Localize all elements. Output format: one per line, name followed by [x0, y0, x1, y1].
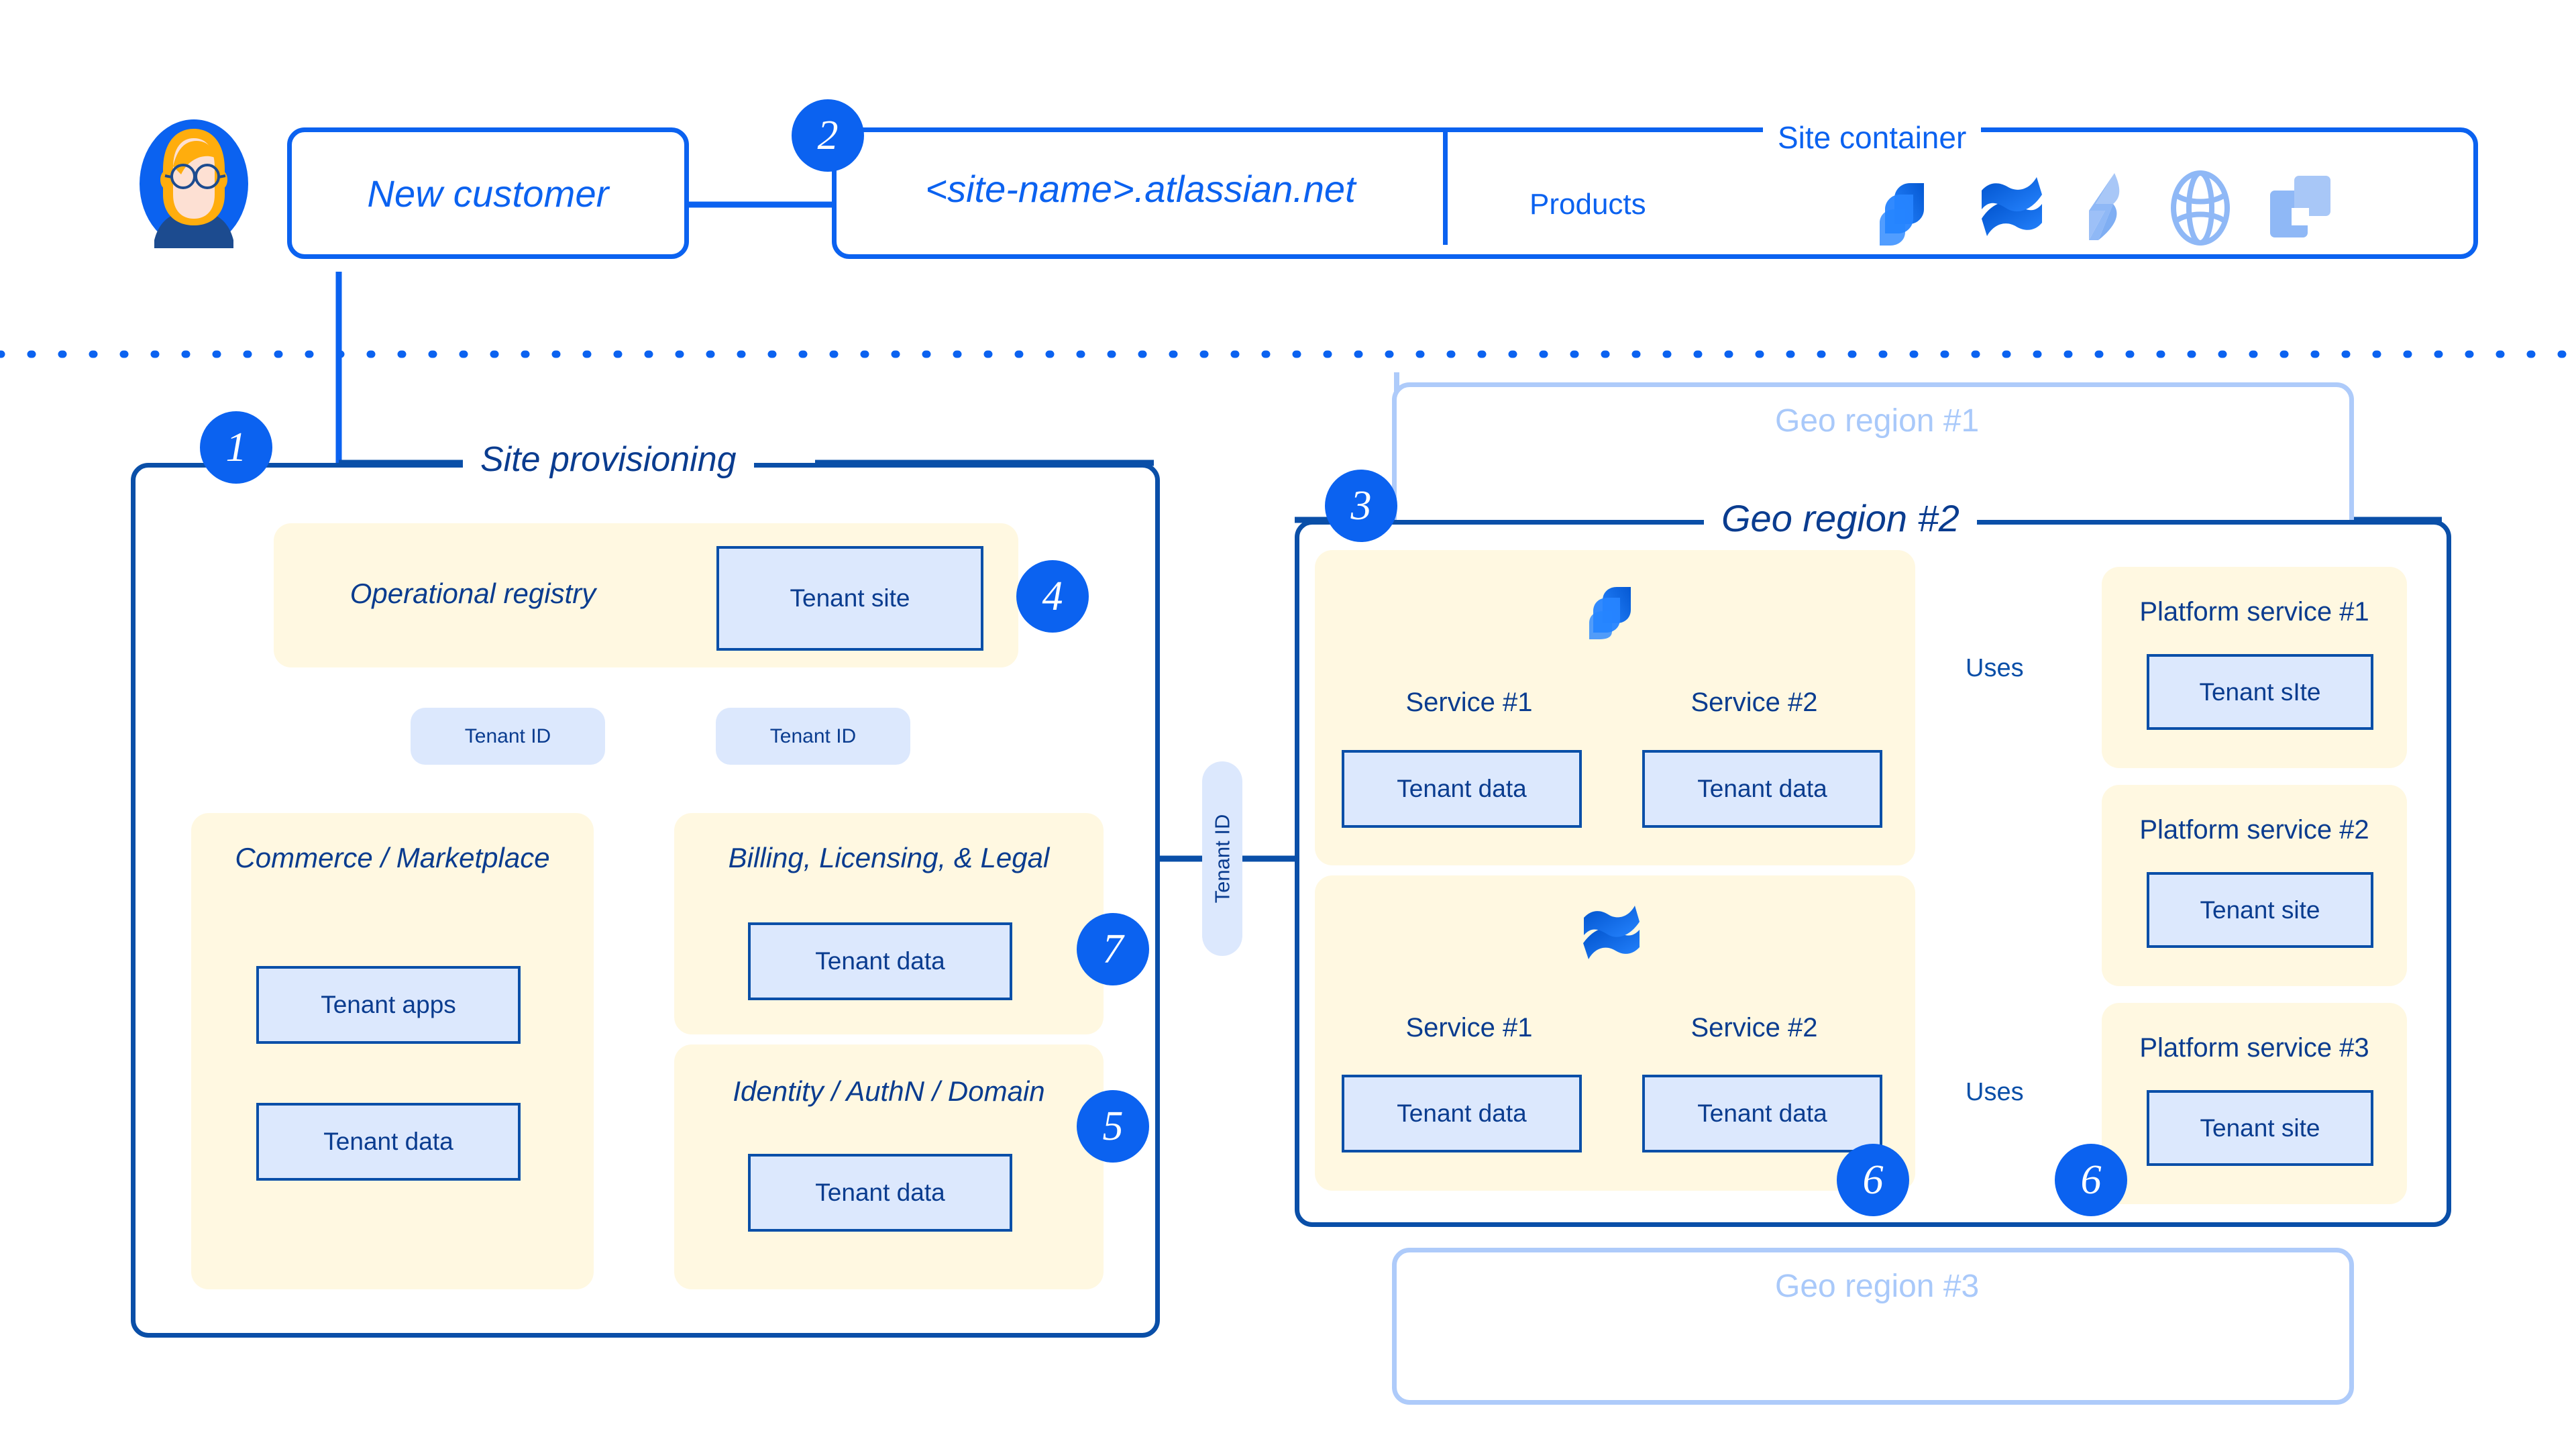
commerce-marketplace-group — [191, 813, 594, 1289]
billing-tenant-data-chip[interactable]: Tenant data — [748, 922, 1012, 1000]
operational-registry-title: Operational registry — [350, 578, 596, 609]
platform-service-2-title: Platform service #2 — [2139, 815, 2369, 845]
geo2-confluence-service-1-chip[interactable]: Tenant data — [1342, 1075, 1582, 1152]
geo-region-1-title: Geo region #1 — [1758, 402, 1997, 439]
tenant-id-tag-left: Tenant ID — [411, 708, 605, 765]
atlas-icon — [2171, 170, 2230, 246]
badge-6-right: 6 — [2055, 1144, 2127, 1216]
platform-service-3-chip[interactable]: Tenant site — [2147, 1090, 2373, 1166]
geo-region-3-title: Geo region #3 — [1758, 1268, 1997, 1305]
identity-authn-domain-title: Identity / AuthN / Domain — [733, 1075, 1045, 1107]
site-provisioning-title: Site provisioning — [463, 439, 754, 480]
site-name-label: <site-name>.atlassian.net — [925, 167, 1356, 210]
geo2-jira-service-2-label: Service #2 — [1690, 688, 1818, 717]
geo2-confluence-service-1-label: Service #1 — [1405, 1013, 1533, 1042]
badge-6-left: 6 — [1837, 1144, 1909, 1216]
jira-icon — [1880, 170, 1924, 246]
commerce-marketplace-title: Commerce / Marketplace — [235, 842, 550, 873]
avatar — [140, 119, 248, 248]
products-label: Products — [1529, 188, 1646, 221]
product-icons-row — [1880, 170, 2330, 246]
jira-icon-geo2 — [1589, 574, 1631, 639]
badge-3: 3 — [1325, 470, 1397, 542]
operational-registry-chip[interactable]: Tenant site — [716, 546, 983, 651]
identity-tenant-data-chip[interactable]: Tenant data — [748, 1154, 1012, 1232]
platform-service-2-chip[interactable]: Tenant site — [2147, 872, 2373, 948]
badge-1: 1 — [200, 411, 272, 484]
confluence-icon — [1982, 177, 2042, 236]
badge-2: 2 — [792, 99, 864, 172]
new-customer-label: New customer — [367, 172, 609, 215]
billing-licensing-legal-title: Billing, Licensing, & Legal — [728, 842, 1050, 873]
tenant-id-tag-right: Tenant ID — [716, 708, 910, 765]
badge-5: 5 — [1077, 1090, 1149, 1163]
platform-service-1-title: Platform service #1 — [2139, 597, 2369, 627]
commerce-tenant-apps-chip[interactable]: Tenant apps — [256, 966, 521, 1044]
platform-service-1-chip[interactable]: Tenant sIte — [2147, 654, 2373, 730]
badge-7: 7 — [1077, 913, 1149, 985]
geo2-jira-service-2-chip[interactable]: Tenant data — [1642, 750, 1882, 828]
uses-label-1: Uses — [1959, 654, 2031, 683]
confluence-icon-geo2 — [1583, 906, 1640, 959]
bitbucket-icon — [2270, 176, 2330, 237]
tenant-id-connector: Tenant ID — [1202, 761, 1242, 956]
new-customer-box[interactable]: New customer — [287, 127, 689, 259]
uses-label-2: Uses — [1959, 1078, 2031, 1107]
platform-service-3-title: Platform service #3 — [2139, 1033, 2369, 1063]
tenant-id-connector-label: Tenant ID — [1210, 814, 1234, 904]
geo2-confluence-service-2-chip[interactable]: Tenant data — [1642, 1075, 1882, 1152]
geo2-jira-service-1-label: Service #1 — [1405, 688, 1533, 717]
geo2-jira-service-1-chip[interactable]: Tenant data — [1342, 750, 1582, 828]
geo-region-2-title: Geo region #2 — [1704, 496, 1977, 540]
geo2-confluence-service-2-label: Service #2 — [1690, 1013, 1818, 1042]
badge-4: 4 — [1016, 560, 1089, 633]
site-container-title: Site container — [1763, 119, 1982, 156]
jira-service-management-icon — [2089, 173, 2120, 240]
commerce-tenant-data-chip[interactable]: Tenant data — [256, 1103, 521, 1181]
site-container-inner-divider — [1443, 132, 1448, 245]
